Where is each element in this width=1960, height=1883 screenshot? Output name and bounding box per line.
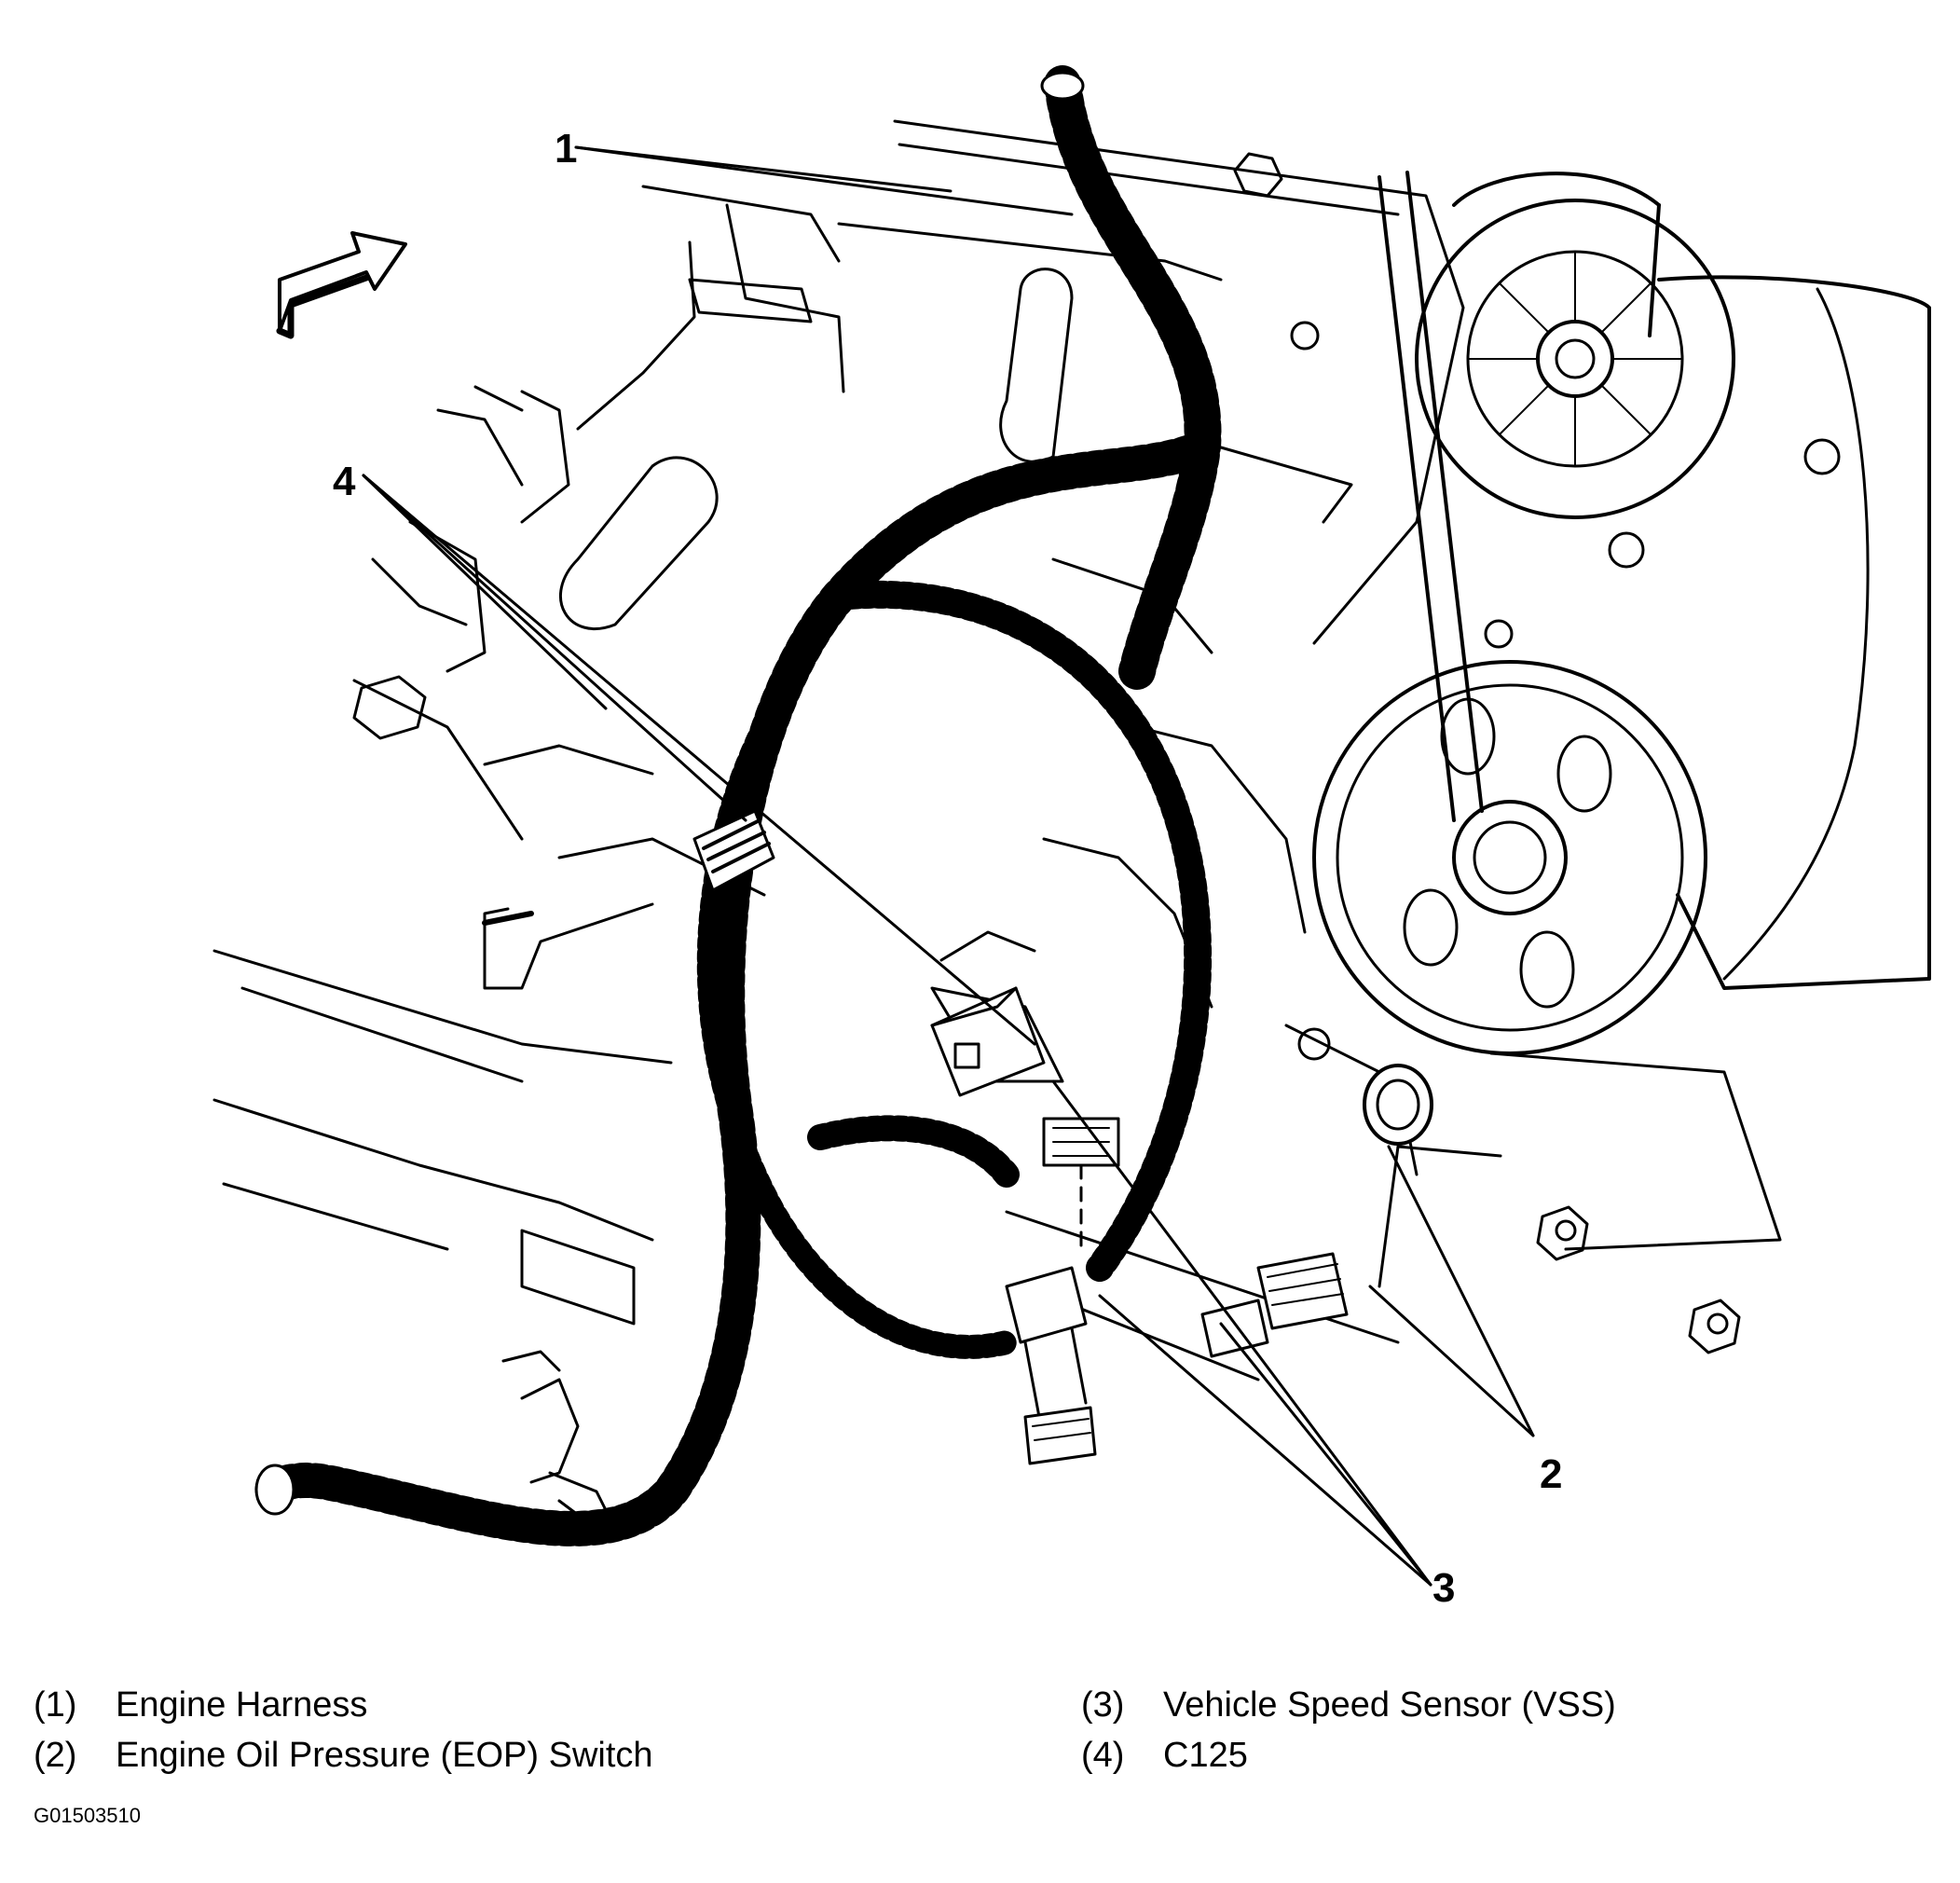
callout-4: 4 xyxy=(333,459,356,504)
accessory-belt xyxy=(1377,171,1661,822)
legend-item-3: (3) Vehicle Speed Sensor (VSS) xyxy=(1081,1687,1616,1723)
legend-text: Vehicle Speed Sensor (VSS) xyxy=(1163,1685,1616,1725)
callout-2: 2 xyxy=(1540,1451,1563,1497)
idler-pulley xyxy=(1415,199,1735,519)
legend-item-4: (4) C125 xyxy=(1081,1738,1248,1773)
engine-block xyxy=(212,119,1782,1381)
legend-item-2: (2) Engine Oil Pressure (EOP) Switch xyxy=(34,1738,653,1773)
hose-clamp xyxy=(501,1350,608,1517)
large-pulley xyxy=(1657,275,1931,990)
eop-switch-icon xyxy=(1297,1027,1433,1288)
bolts xyxy=(352,152,1841,1354)
legend-text: Engine Oil Pressure (EOP) Switch xyxy=(116,1736,653,1775)
leader-lines xyxy=(362,145,1535,1587)
c125-connector-icon xyxy=(482,809,775,990)
vehicle-speed-sensor-icon xyxy=(930,986,1120,1251)
front-direction-arrow-icon xyxy=(276,231,407,339)
legend-text: C125 xyxy=(1163,1736,1248,1775)
legend-number: (2) xyxy=(34,1736,77,1775)
legend-number: (1) xyxy=(34,1685,77,1725)
callout-1: 1 xyxy=(555,126,578,172)
legend-item-1: (1) Engine Harness xyxy=(34,1687,367,1723)
brackets xyxy=(520,268,1353,1326)
power-steering-pulley xyxy=(1312,660,1707,1055)
legend-number: (4) xyxy=(1081,1736,1125,1775)
legend-text: Engine Harness xyxy=(116,1685,368,1725)
callout-3: 3 xyxy=(1432,1565,1456,1611)
figure-id: G01503510 xyxy=(34,1804,141,1827)
eop-connector xyxy=(1200,1252,1349,1358)
vss-connector xyxy=(1005,1266,1097,1465)
legend-number: (3) xyxy=(1081,1685,1125,1725)
